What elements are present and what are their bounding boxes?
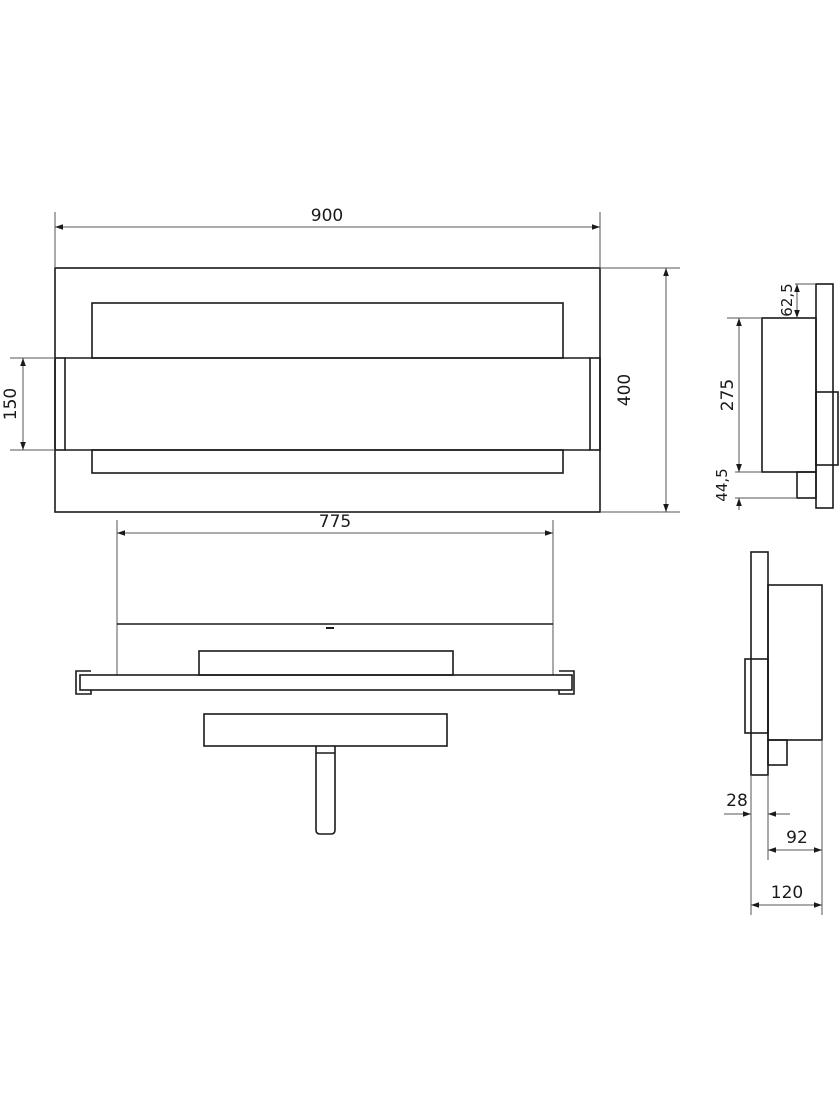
wall-plate <box>815 283 834 509</box>
lower-block <box>767 739 788 766</box>
upper-panel <box>91 302 564 359</box>
lower-block <box>796 471 817 499</box>
side-view-bottom: 28 92 120 <box>724 551 823 915</box>
body <box>767 584 823 741</box>
stem <box>315 746 336 835</box>
bracket <box>744 658 769 734</box>
bottom-view: 775 <box>75 512 575 835</box>
bracket <box>815 391 839 466</box>
dimension-label-775: 775 <box>319 512 351 532</box>
dimension-label-150: 150 <box>1 388 21 420</box>
dimension-label-900: 900 <box>311 206 343 226</box>
dimension-label-44-5: 44,5 <box>713 468 731 501</box>
right-tab <box>589 357 601 451</box>
left-tab <box>54 357 66 451</box>
side-view-top: 62,5 275 44,5 <box>713 283 839 510</box>
outer-frame <box>54 267 601 513</box>
dimension-label-275: 275 <box>718 379 738 411</box>
mount-plate <box>203 713 448 747</box>
front-bar <box>79 674 573 691</box>
dimension-label-28: 28 <box>726 791 748 811</box>
dimension-label-62-5: 62,5 <box>778 283 796 316</box>
body <box>761 317 817 473</box>
dimension-label-120: 120 <box>771 883 803 903</box>
front-view: 900 400 150 <box>1 206 680 513</box>
center-block <box>198 650 454 676</box>
lower-panel <box>91 449 564 474</box>
dimension-label-92: 92 <box>786 828 808 848</box>
left-end-cap <box>75 670 92 695</box>
right-end-cap <box>558 670 575 695</box>
wall-plate <box>750 551 769 776</box>
dimension-label-400: 400 <box>615 374 635 406</box>
